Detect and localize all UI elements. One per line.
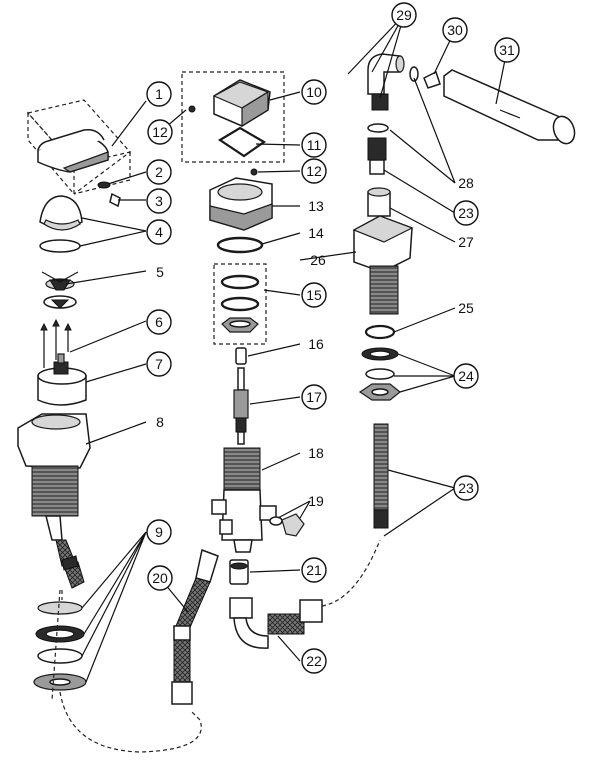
callout-30: 30	[442, 17, 468, 43]
spout-gasket-part	[364, 324, 396, 340]
svg-text:31: 31	[499, 42, 515, 58]
callout-18: 18	[308, 445, 324, 461]
callout-5: 5	[156, 264, 164, 280]
callout-23-lower: 23	[453, 475, 479, 501]
callout-19: 19	[308, 493, 324, 509]
callout-14: 14	[308, 225, 324, 241]
valve-cartridge-part	[37, 353, 87, 406]
threaded-nipple-part	[367, 137, 387, 175]
mounting-nut-kit-box	[213, 263, 267, 345]
svg-text:22: 22	[306, 653, 322, 669]
callout-9: 9	[146, 519, 172, 545]
cold-supply-dashed-link	[51, 589, 61, 701]
cartridge-screws-part	[40, 318, 72, 368]
callout-29: 29	[391, 2, 417, 28]
spout-oring-part	[367, 123, 389, 133]
callout-25: 25	[458, 300, 474, 316]
svg-text:10: 10	[306, 84, 322, 100]
svg-text:6: 6	[155, 314, 163, 330]
callout-21: 21	[301, 557, 327, 583]
svg-text:11: 11	[307, 137, 322, 153]
callout-27: 27	[458, 234, 474, 250]
spout-escutcheon-part	[352, 215, 414, 315]
washer-small-part	[409, 66, 419, 82]
callout-15: 15	[301, 282, 327, 308]
dome-oring-part	[39, 239, 81, 253]
hot-supply-dashed-route	[321, 539, 381, 607]
set-screw-part	[97, 181, 111, 189]
lever-handle-part	[37, 128, 109, 173]
svg-text:15: 15	[306, 287, 322, 303]
set-screw-upper-part	[188, 105, 196, 113]
cold-supply-route	[59, 590, 202, 753]
svg-text:4: 4	[155, 224, 163, 240]
callout-12-upper: 12	[147, 119, 173, 145]
callout-3: 3	[146, 188, 172, 214]
callout-8: 8	[156, 414, 164, 430]
callout-11: 11	[301, 132, 327, 158]
callout-16: 16	[308, 336, 324, 352]
spray-handle-part	[212, 79, 271, 128]
svg-text:24: 24	[458, 368, 474, 384]
callout-12-lower: 12	[301, 158, 327, 184]
mounting-nut-set-part	[220, 274, 260, 333]
callout-24: 24	[453, 363, 479, 389]
spray-escutcheon-part	[209, 177, 273, 231]
svg-text:3: 3	[155, 193, 163, 209]
cold-valve-body-part	[17, 413, 91, 589]
callout-22: 22	[301, 648, 327, 674]
callout-4: 4	[146, 219, 172, 245]
supply-hose-left-part	[171, 548, 219, 705]
callout-28: 28	[458, 175, 474, 191]
callout-6: 6	[146, 309, 172, 335]
spout-mounting-set-part	[358, 347, 401, 401]
callout-23-upper: 23	[453, 200, 479, 226]
svg-text:9: 9	[155, 524, 163, 540]
callout-26: 26	[310, 252, 326, 268]
set-screw-lower-part	[250, 168, 258, 176]
svg-text:17: 17	[306, 389, 322, 405]
spray-handle-kit-box	[181, 71, 285, 163]
mounting-hardware-part	[33, 601, 87, 691]
callout-1: 1	[146, 81, 172, 107]
hand-shower-part	[443, 69, 576, 145]
spray-handle-gasket-part	[217, 126, 267, 158]
outlet-oring-nut-part	[269, 513, 305, 537]
dome-cap-part	[39, 195, 83, 231]
handle-screw-part	[109, 192, 121, 208]
callout-2: 2	[146, 159, 172, 185]
leader-lines	[65, 14, 508, 683]
hose-connector-part	[423, 70, 441, 89]
svg-text:1: 1	[155, 86, 163, 102]
elbow-part	[367, 53, 405, 111]
spout-adapter-part	[367, 187, 391, 217]
svg-text:29: 29	[396, 7, 412, 23]
svg-text:12: 12	[152, 124, 168, 140]
svg-text:23: 23	[458, 205, 474, 221]
spacer-part	[235, 347, 247, 365]
callout-10: 10	[301, 79, 327, 105]
supply-hose-right-part	[229, 597, 323, 649]
callout-17: 17	[301, 384, 327, 410]
diverter-stem-part	[233, 367, 249, 445]
spout-shank-part	[373, 423, 389, 529]
callout-7: 7	[146, 351, 172, 377]
escutcheon-gasket-part	[216, 236, 264, 254]
svg-text:20: 20	[152, 570, 168, 586]
svg-text:2: 2	[155, 164, 163, 180]
svg-text:12: 12	[306, 163, 322, 179]
adapter-clip-part	[41, 271, 79, 309]
callout-31: 31	[494, 37, 520, 63]
callout-20: 20	[147, 565, 173, 591]
diverter-valve-body-part	[211, 447, 277, 553]
coupling-part	[229, 559, 249, 585]
svg-text:21: 21	[306, 562, 322, 578]
svg-text:30: 30	[447, 22, 463, 38]
svg-text:7: 7	[155, 356, 163, 372]
svg-text:23: 23	[458, 480, 474, 496]
callout-13: 13	[308, 198, 324, 214]
